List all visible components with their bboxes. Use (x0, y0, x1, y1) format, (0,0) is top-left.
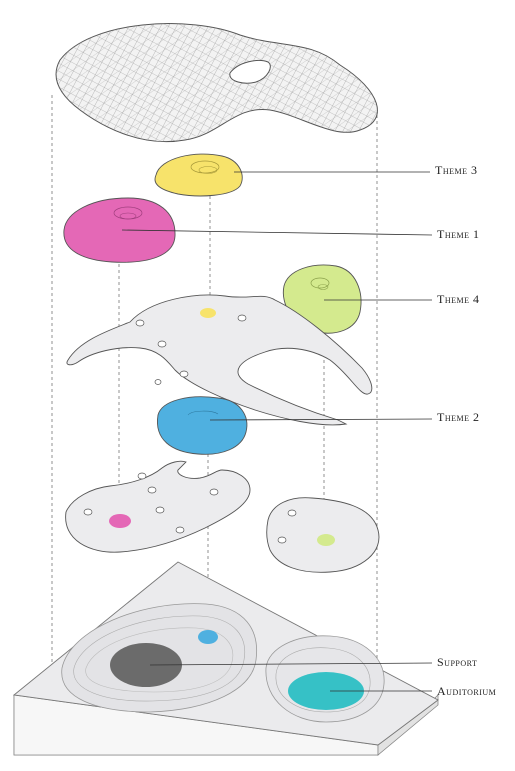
theme2-volume (157, 397, 246, 455)
lower-left-floor-plate (66, 461, 250, 552)
base-block (14, 562, 438, 755)
label-theme4: Theme 4 (437, 292, 480, 307)
lower-right-floor-plate (267, 498, 379, 573)
theme1-volume (64, 198, 175, 262)
label-theme2: Theme 2 (437, 410, 480, 425)
roof-shell (56, 24, 377, 142)
label-auditorium: Auditorium (437, 684, 496, 699)
label-support: Support (437, 655, 477, 670)
label-theme3: Theme 3 (435, 163, 478, 178)
theme3-volume (155, 154, 242, 196)
label-theme1: Theme 1 (437, 227, 480, 242)
